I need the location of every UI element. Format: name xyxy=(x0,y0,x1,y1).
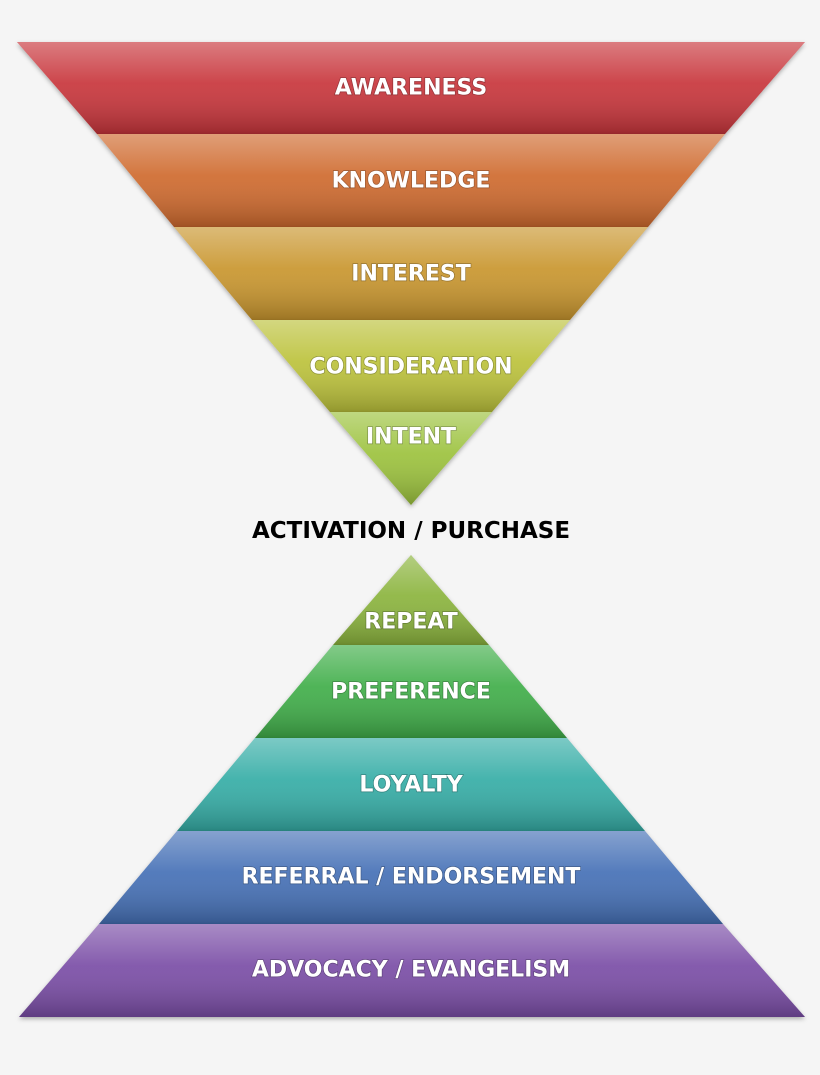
funnel-layer-shine xyxy=(330,412,492,505)
funnel-layer-shine xyxy=(252,320,570,412)
pyramid-label-repeat: REPEAT xyxy=(364,610,457,635)
funnel-layer-shine xyxy=(97,134,725,227)
pyramid-layer-shine xyxy=(99,831,723,924)
activation-purchase-label: ACTIVATION / PURCHASE xyxy=(252,518,570,544)
pyramid-layer-shine xyxy=(333,555,489,645)
funnel-label-knowledge: KNOWLEDGE xyxy=(332,169,491,194)
pyramid-layer-shine xyxy=(177,738,645,831)
top-funnel: AWARENESS KNOWLEDGE INTEREST CONSIDERATION I… xyxy=(17,42,805,505)
funnel-label-awareness: AWARENESS xyxy=(335,76,487,101)
funnel-layer-shine xyxy=(17,42,805,134)
pyramid-layer-shine xyxy=(19,924,805,1017)
funnel-layer-shine xyxy=(174,227,648,320)
pyramid-layer-shine xyxy=(255,645,567,738)
funnel-label-consideration: CONSIDERATION xyxy=(309,355,512,380)
pyramid-label-referral-endorsement: REFERRAL / ENDORSEMENT xyxy=(242,865,581,890)
funnel-label-interest: INTEREST xyxy=(351,262,470,287)
pyramid-label-advocacy-evangelism: ADVOCACY / EVANGELISM xyxy=(252,958,570,983)
bottom-pyramid: REPEAT PREFERENCE LOYALTY REFERRAL / ENDORS… xyxy=(19,555,805,1017)
pyramid-label-preference: PREFERENCE xyxy=(331,680,491,705)
pyramid-label-loyalty: LOYALTY xyxy=(359,773,463,798)
funnel-label-intent: INTENT xyxy=(366,425,456,450)
